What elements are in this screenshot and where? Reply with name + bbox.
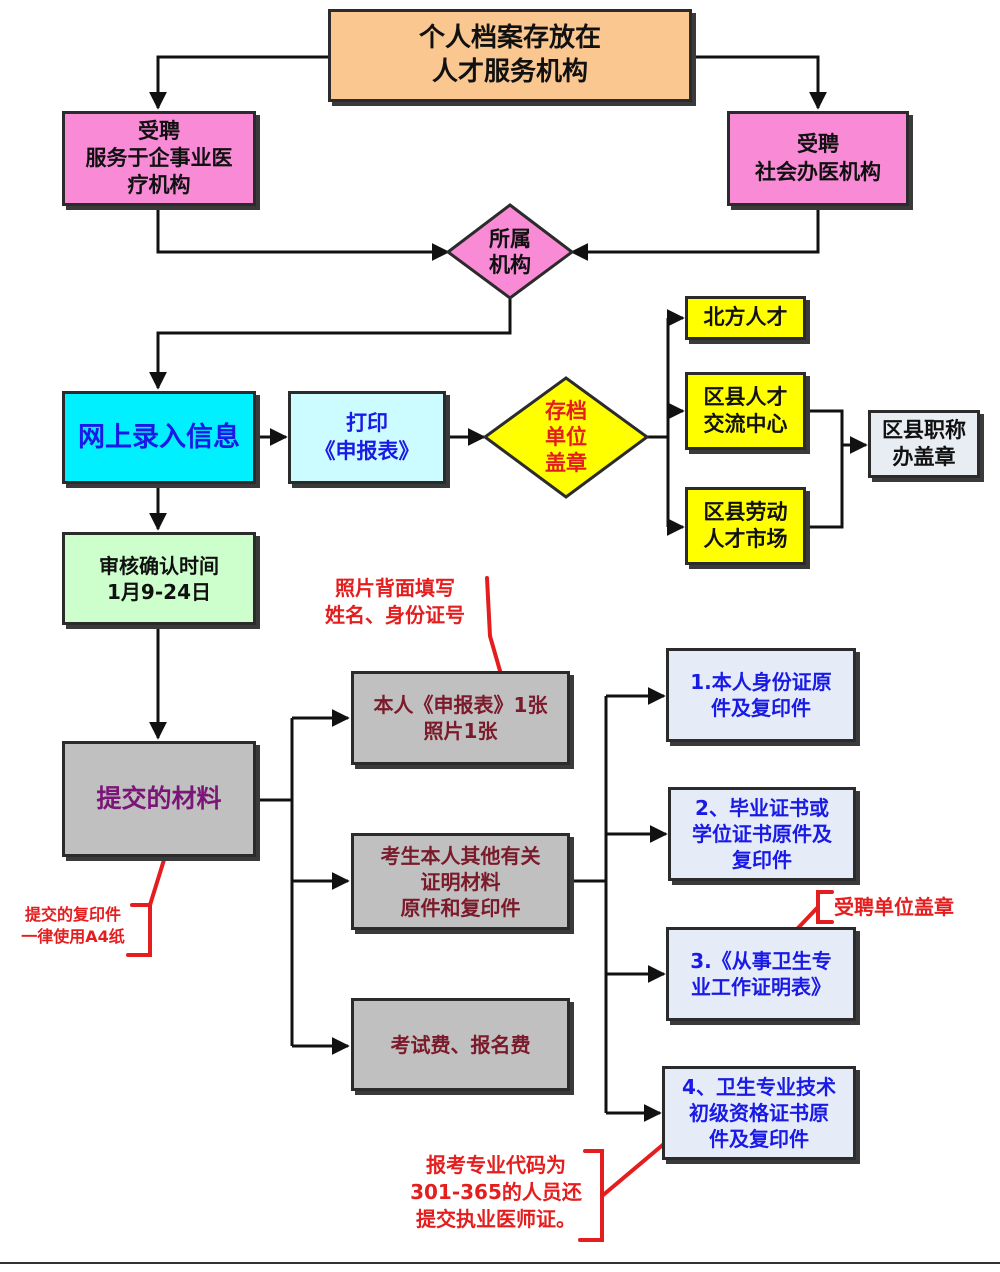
note-a4: 提交的复印件 一律使用A4纸 <box>21 905 125 946</box>
district-exchange-box: 区县人才 交流中心 <box>685 372 806 450</box>
online-entry-box: 网上录入信息 <box>62 391 256 484</box>
other-certs-box: 考生本人其他有关 证明材料 原件和复印件 <box>351 833 570 930</box>
note-hiring-seal: 受聘单位盖章 <box>834 895 954 919</box>
red-bracket-a4 <box>126 903 152 957</box>
note-practitioner: 报考专业代码为 301-365的人员还 提交执业医师证。 <box>410 1153 582 1231</box>
item1-box: 1.本人身份证原 件及复印件 <box>666 648 856 742</box>
line-exchange-to-merge <box>808 409 844 529</box>
archive-unit-diamond <box>482 376 650 499</box>
note-photo-back: 照片背面填写 姓名、身份证号 <box>325 576 465 627</box>
archive-box: 个人档案存放在 人才服务机构 <box>328 9 692 102</box>
arrow-affiliation-to-online <box>149 296 512 390</box>
red-bracket-hiring <box>816 890 834 924</box>
submit-materials-box: 提交的材料 <box>62 741 256 857</box>
bottom-divider <box>0 1262 1000 1264</box>
arrow-social-to-affiliation <box>570 206 820 261</box>
beifang-box: 北方人才 <box>685 296 806 340</box>
arrow-enterprise-to-affiliation <box>156 206 450 261</box>
print-form-box: 打印 《申报表》 <box>288 391 446 484</box>
review-time-box: 审核确认时间 1月9-24日 <box>62 532 256 625</box>
arrow-archive-to-social <box>692 55 827 110</box>
item2-box: 2、毕业证书或 学位证书原件及 复印件 <box>668 787 856 881</box>
item4-box: 4、卫生专业技术 初级资格证书原 件及复印件 <box>662 1066 856 1160</box>
item3-box: 3.《从事卫生专 业工作证明表》 <box>666 927 856 1021</box>
hired-social-box: 受聘 社会办医机构 <box>727 111 909 206</box>
red-mark-practitioner <box>600 1141 667 1198</box>
district-labor-box: 区县劳动 人才市场 <box>685 487 806 565</box>
arrow-archive-to-enterprise <box>149 55 328 110</box>
fees-box: 考试费、报名费 <box>351 998 570 1091</box>
archive-unit-label: 存档 单位 盖章 <box>545 398 587 476</box>
affiliation-label: 所属 机构 <box>489 226 531 277</box>
form-photo-box: 本人《申报表》1张 照片1张 <box>351 671 570 765</box>
district-title-box: 区县职称 办盖章 <box>868 410 980 478</box>
hired-enterprise-box: 受聘 服务于企事业医 疗机构 <box>62 111 256 206</box>
affiliation-diamond <box>445 203 575 300</box>
